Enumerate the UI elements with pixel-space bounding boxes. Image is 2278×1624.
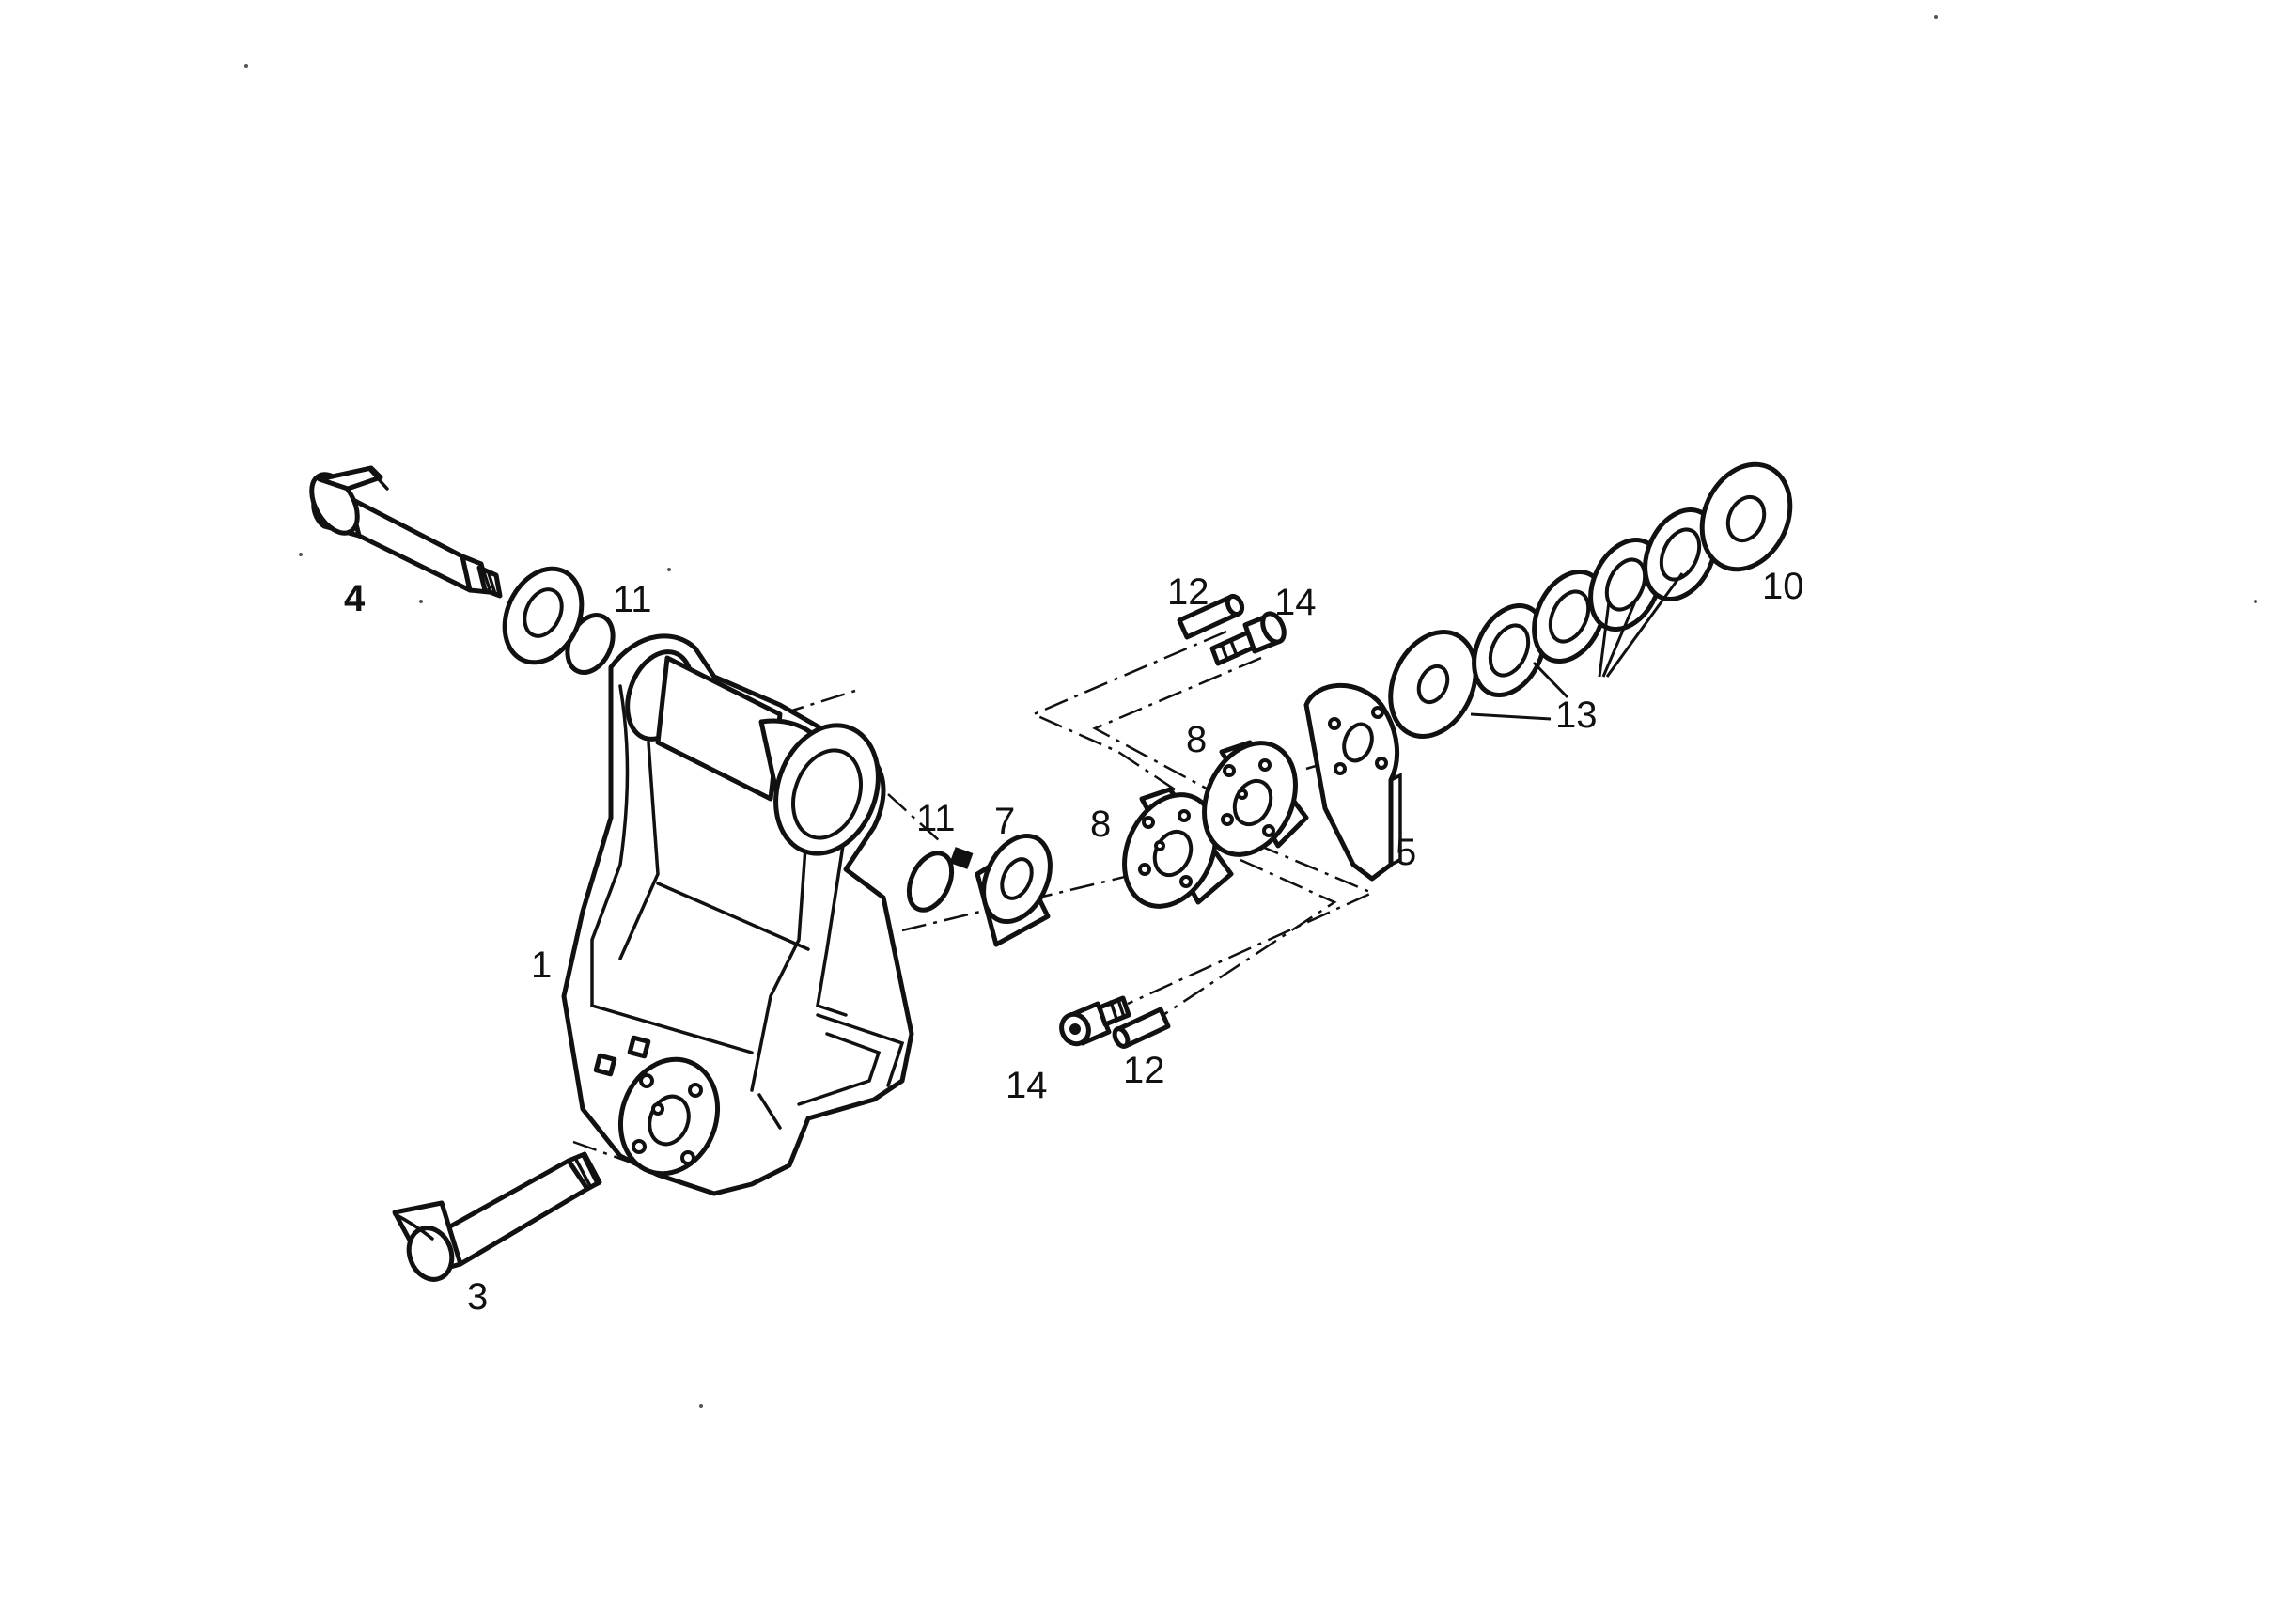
part-3-lower-pin [392,1151,602,1282]
label-part-11-top: 11 [613,579,652,620]
upper-bushing [502,566,585,665]
part-8-rear-flange [1202,740,1309,857]
part-1-bracket [561,633,914,1196]
label-part-14-bottom: 14 [1006,1065,1048,1106]
part-labels: 1 3 4 5 7 8 8 10 11 11 12 12 13 14 14 [344,566,1804,1318]
label-part-5: 5 [1396,832,1416,873]
part-12-bottom-roll-pin [1112,1007,1171,1049]
part-5-plate [1303,682,1402,882]
label-part-7: 7 [994,801,1015,842]
label-part-12-top: 12 [1167,571,1209,613]
label-part-13: 13 [1555,695,1598,736]
label-part-3: 3 [467,1276,488,1318]
part-14-bottom-screw [1059,995,1131,1047]
label-part-11-mid: 11 [916,798,956,839]
part-8-front-flange [1122,787,1234,909]
scan-specks [244,15,2257,1408]
part-13-leaders [1470,572,1684,721]
label-part-8-rear: 8 [1186,719,1207,760]
part-4-upper-pin [309,465,503,599]
part-12-top-roll-pin [1177,593,1245,640]
part-14-top-screw [1209,611,1287,666]
part-11-mid-o-ring [906,847,974,913]
part-10-end-washer [1699,461,1793,572]
label-part-14-top: 14 [1274,582,1317,623]
label-part-12-bottom: 12 [1123,1050,1165,1091]
label-part-8-front: 8 [1090,804,1111,845]
part-13-washers [1388,507,1718,739]
part-7-spacer [975,833,1053,947]
label-part-4: 4 [344,578,366,619]
label-part-1: 1 [531,945,552,986]
label-part-10: 10 [1762,566,1804,607]
